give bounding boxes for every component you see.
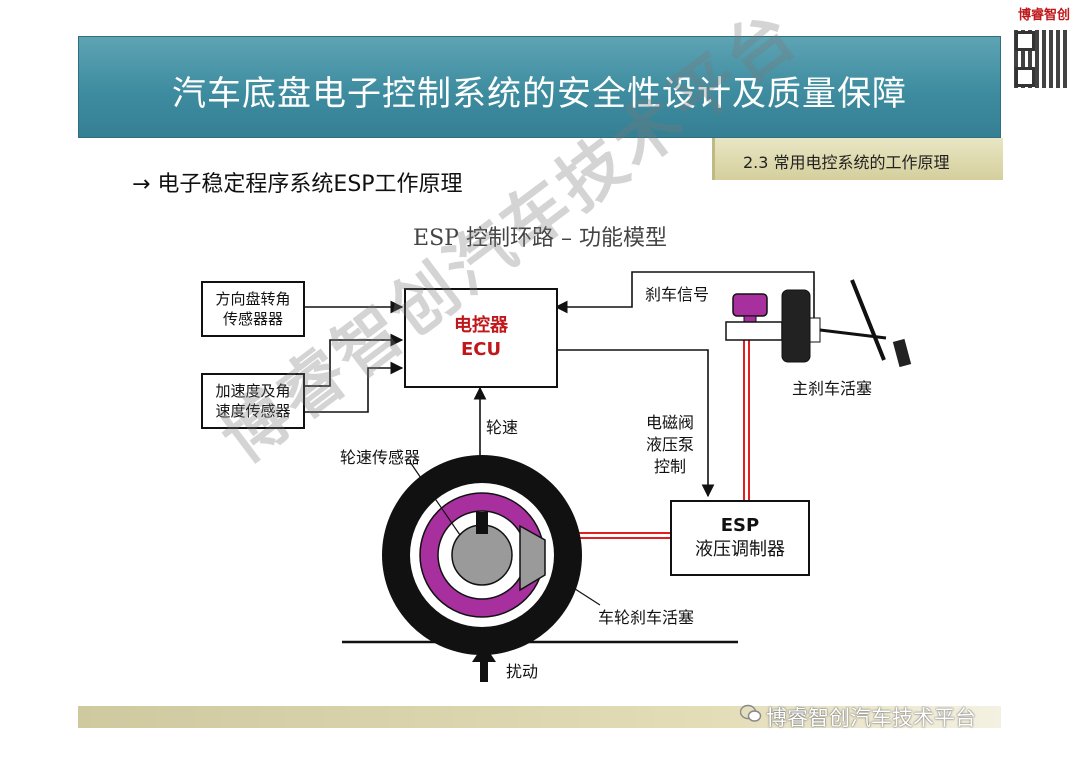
steer-label-2: 传感器器 <box>222 310 283 328</box>
brake-signal-arrow <box>554 271 815 320</box>
qr-code-icon <box>1014 30 1070 88</box>
section-label: 2.3 常用电控系统的工作原理 <box>743 153 950 172</box>
esp-label-1: ESP <box>720 514 760 536</box>
footer-bar <box>78 706 1001 728</box>
steering-angle-sensor-box: 方向盘转角 传感器器 <box>201 281 305 337</box>
ecu-box: 电控器 ECU <box>404 288 558 388</box>
acceleration-sensor-box: 加速度及角 速度传感器 <box>201 373 305 429</box>
steer-label-1: 方向盘转角 <box>215 289 291 308</box>
page-title: 汽车底盘电子控制系统的安全性设计及质量保障 <box>172 74 907 114</box>
accel-to-ecu-arrow-1 <box>303 333 404 387</box>
wheel-piston-label: 车轮刹车活塞 <box>598 608 695 627</box>
brand-logo-text: 博睿智创 <box>1017 8 1070 23</box>
accel-to-ecu-arrow-2 <box>303 361 404 413</box>
section-tab: 2.3 常用电控系统的工作原理 <box>712 138 1003 180</box>
esp-label-2: 液压调制器 <box>695 539 785 560</box>
valve-control-label: 电磁阀 液压泵 控制 <box>645 413 694 476</box>
accel-label-1: 加速度及角 <box>215 381 291 400</box>
speed-sensor-label: 轮速传感器 <box>340 448 421 467</box>
slide-subtitle: → 电子稳定程序系统ESP工作原理 <box>132 172 463 197</box>
wheel-speed-label: 轮速 <box>486 418 519 437</box>
ecu-label-1: 电控器 <box>454 314 508 336</box>
title-banner: 汽车底盘电子控制系统的安全性设计及质量保障 <box>78 36 1001 138</box>
caliper <box>519 524 546 592</box>
brake-pedal <box>892 338 912 368</box>
diagram-title: ESP 控制环路 – 功能模型 <box>413 226 667 251</box>
bottom-watermark: 博睿智创汽车技术平台 <box>766 706 976 730</box>
master-cylinder-assembly <box>725 279 912 368</box>
ecu-to-esp-arrow <box>556 349 715 498</box>
master-piston-label: 主刹车活塞 <box>792 379 873 398</box>
esp-modulator-box: ESP 液压调制器 <box>670 500 810 576</box>
fluid-reservoir <box>732 293 768 317</box>
brake-signal-label: 刹车信号 <box>645 285 710 304</box>
speed-sensor-block <box>476 512 488 534</box>
wechat-icon <box>740 704 762 722</box>
accel-label-2: 速度传感器 <box>215 402 291 420</box>
brake-booster <box>781 289 811 363</box>
disturbance-label: 扰动 <box>506 662 539 681</box>
ecu-label-2: ECU <box>460 339 502 360</box>
brake-pedal-arm <box>850 279 886 361</box>
wheel-assembly <box>382 455 582 655</box>
